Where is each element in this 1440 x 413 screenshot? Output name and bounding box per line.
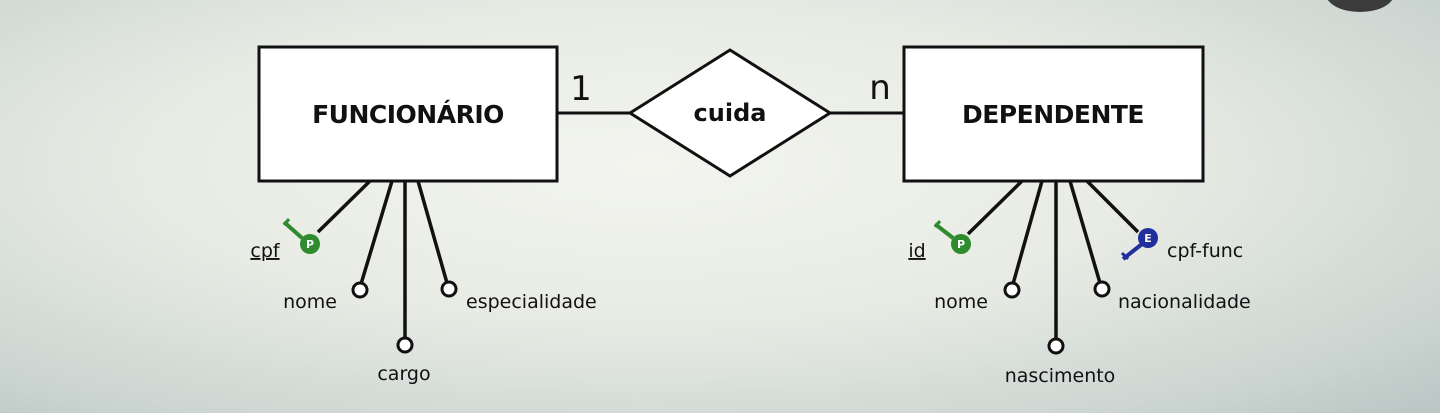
relationship-label: cuida <box>694 99 767 127</box>
entity-dependente-label: DEPENDENTE <box>962 100 1144 129</box>
attribute-nacionalidade-line <box>1068 180 1102 284</box>
foreign-key-letter: E <box>1144 232 1152 245</box>
attribute-cargo-node <box>396 336 414 354</box>
attribute-cpf-func[interactable]: E cpf-func <box>1085 179 1243 262</box>
corner-shape <box>1327 0 1393 12</box>
primary-key-letter: P <box>306 238 314 251</box>
relationship-cuida[interactable]: cuida <box>627 48 833 178</box>
attribute-especialidade-node <box>440 280 458 298</box>
attribute-nascimento[interactable]: nascimento <box>1005 181 1116 387</box>
attribute-cpf-line <box>316 179 372 234</box>
attribute-nome-left-node <box>351 281 369 299</box>
attribute-nascimento-label: nascimento <box>1005 365 1116 387</box>
attribute-id-line <box>966 179 1024 236</box>
entity-dependente[interactable]: DEPENDENTE <box>902 45 1205 183</box>
attribute-cpf-func-label: cpf-func <box>1167 240 1243 262</box>
attribute-nome-right-line <box>1011 180 1044 285</box>
attribute-id-label: id <box>908 240 925 262</box>
attribute-cpf-label: cpf <box>250 240 281 262</box>
attribute-cpf[interactable]: P cpf <box>250 179 372 262</box>
entity-funcionario-label: FUNCIONÁRIO <box>312 100 504 129</box>
attribute-especialidade-line <box>416 180 449 284</box>
relationship-diamond <box>627 48 833 178</box>
attribute-nome-right-node <box>1003 281 1021 299</box>
entity-funcionario[interactable]: FUNCIONÁRIO <box>257 45 559 183</box>
cardinality-left: 1 <box>570 69 592 109</box>
primary-key-icon: P <box>933 220 971 254</box>
attribute-cpf-func-line <box>1085 179 1140 234</box>
attribute-nacionalidade-node <box>1093 280 1111 298</box>
foreign-key-icon: E <box>1120 228 1158 261</box>
primary-key-icon: P <box>282 218 320 254</box>
attribute-nome-left[interactable]: nome <box>283 180 394 313</box>
attribute-nacionalidade[interactable]: nacionalidade <box>1068 180 1251 313</box>
primary-key-letter: P <box>957 238 965 251</box>
cardinality-right: n <box>869 68 891 108</box>
attribute-nascimento-node <box>1047 337 1065 355</box>
attribute-nome-right[interactable]: nome <box>934 180 1044 313</box>
attribute-nacionalidade-label: nacionalidade <box>1118 291 1251 313</box>
attribute-nome-left-line <box>359 180 394 285</box>
attribute-especialidade-label: especialidade <box>466 291 597 313</box>
attribute-cargo-label: cargo <box>377 363 430 385</box>
attribute-cargo[interactable]: cargo <box>377 181 431 385</box>
attribute-nome-right-label: nome <box>934 291 988 313</box>
attribute-nome-left-label: nome <box>283 291 337 313</box>
attribute-id[interactable]: P id <box>908 179 1024 262</box>
entity-funcionario-box <box>257 45 559 183</box>
entity-dependente-box <box>902 45 1205 183</box>
attribute-especialidade[interactable]: especialidade <box>416 180 597 313</box>
